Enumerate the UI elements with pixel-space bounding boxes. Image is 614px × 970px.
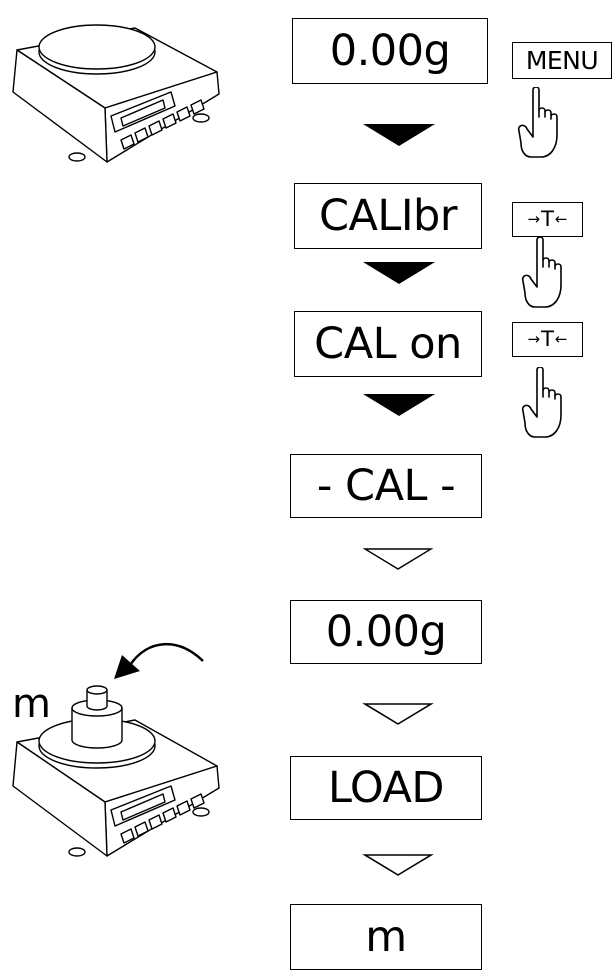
mass-label: m bbox=[12, 681, 51, 727]
tare-key[interactable]: → T ← bbox=[512, 322, 583, 357]
filled-arrow-1 bbox=[363, 124, 435, 146]
tare-letter: T bbox=[541, 207, 554, 231]
tare-right-arrow: ← bbox=[554, 330, 568, 348]
tare-left-arrow: → bbox=[527, 210, 541, 228]
display-step-5: 0.00g bbox=[290, 600, 482, 664]
filled-arrow-2 bbox=[363, 262, 435, 284]
display-step-3: CAL on bbox=[294, 311, 482, 377]
outline-arrow-3 bbox=[362, 854, 434, 876]
tare-key[interactable]: → T ← bbox=[512, 202, 583, 237]
pointing-hand-icon bbox=[521, 237, 562, 308]
display-step-4: - CAL - bbox=[290, 454, 482, 518]
menu-key[interactable]: MENU bbox=[512, 42, 612, 79]
pointing-hand-icon bbox=[521, 367, 562, 438]
tare-letter: T bbox=[541, 327, 554, 351]
scale-with-mass-icon bbox=[12, 685, 220, 857]
outline-arrow-2 bbox=[362, 703, 434, 725]
outline-arrow-1 bbox=[362, 548, 434, 570]
display-step-6: LOAD bbox=[290, 756, 482, 820]
display-step-2: CALIbr bbox=[294, 183, 482, 249]
pointing-hand-icon bbox=[517, 87, 558, 158]
display-step-1: 0.00g bbox=[292, 18, 488, 84]
tare-right-arrow: ← bbox=[554, 210, 568, 228]
tare-left-arrow: → bbox=[527, 330, 541, 348]
filled-arrow-3 bbox=[363, 394, 435, 416]
scale-icon bbox=[12, 24, 220, 163]
display-step-7: m bbox=[290, 904, 482, 970]
rotate-arrow-icon bbox=[114, 643, 204, 679]
